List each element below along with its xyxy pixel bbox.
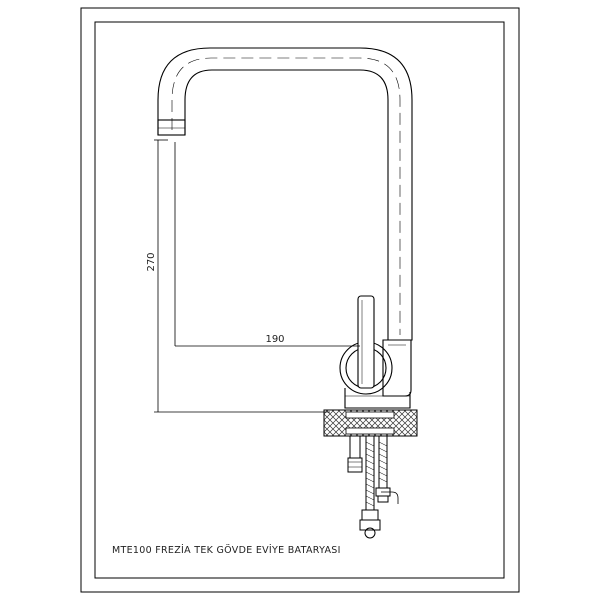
hose-left-nut xyxy=(364,527,376,539)
handle-lever xyxy=(357,295,375,389)
outer-frame xyxy=(80,7,520,593)
body-collar xyxy=(382,339,412,397)
spout-inner-dashes xyxy=(171,57,401,335)
spout-outer-contour xyxy=(157,47,413,341)
countertop-section xyxy=(323,409,418,437)
hose-right-braid xyxy=(378,441,388,483)
faucet-spout xyxy=(157,47,413,341)
body-base xyxy=(344,388,411,409)
hose-left-fitting xyxy=(361,509,379,521)
flex-hoses xyxy=(359,436,399,539)
inner-frame xyxy=(94,21,505,579)
drawing-title: MTE100 FREZİA TEK GÖVDE EVİYE BATARYASI xyxy=(112,545,341,556)
spout-inner-contour xyxy=(184,69,389,340)
faucet-body xyxy=(339,295,412,409)
height-dimension-label: 270 xyxy=(146,252,157,271)
spout-nozzle xyxy=(157,119,186,136)
dimensions xyxy=(154,139,360,413)
reach-dimension-label: 190 xyxy=(265,334,284,345)
mounting-rod xyxy=(347,435,363,473)
hose-left-braid xyxy=(365,441,375,507)
